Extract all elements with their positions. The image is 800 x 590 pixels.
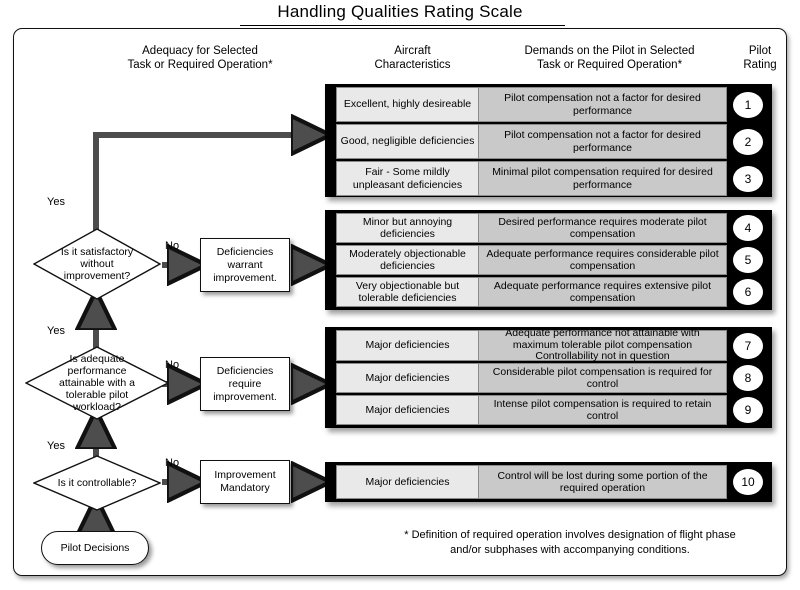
table-row[interactable]: Moderately objectionable deficiencies Ad… — [336, 245, 769, 275]
table-row[interactable]: Major deficiencies Control will be lost … — [336, 465, 769, 499]
cell-pilot-rating: 2 — [727, 124, 769, 159]
cell-pilot-rating: 1 — [727, 87, 769, 122]
process-deficiencies-require[interactable]: Deficiencies require improvement. — [200, 357, 290, 411]
rating-group-rows: Excellent, highly desireable Pilot compe… — [336, 87, 769, 196]
edge-label-yes-2: Yes — [47, 325, 65, 337]
cell-pilot-demands: Minimal pilot compensation required for … — [479, 161, 727, 196]
decision-satisfactory-label: Is it satisfactory without improvement? — [60, 246, 134, 282]
decision-adequate-performance-label: Is adequate performance attainable with … — [59, 353, 135, 413]
process-improvement-mandatory-label: Improvement Mandatory — [214, 469, 276, 494]
cell-aircraft-characteristics: Moderately objectionable deficiencies — [336, 245, 479, 275]
edge-label-no-3: No — [165, 457, 180, 469]
rating-badge: 5 — [733, 247, 763, 273]
column-header-aircraft-line1: Aircraft — [394, 45, 431, 57]
rating-badge: 10 — [733, 469, 763, 495]
footnote-line1: * Definition of required operation invol… — [404, 529, 736, 541]
table-row[interactable]: Major deficiencies Considerable pilot co… — [336, 363, 769, 393]
rating-group-rows: Major deficiencies Control will be lost … — [336, 465, 769, 499]
diamond-shape — [25, 346, 169, 420]
decision-adequate-performance[interactable]: Is adequate performance attainable with … — [25, 346, 169, 420]
column-header-adequacy: Adequacy for Selected Task or Required O… — [60, 44, 340, 72]
cell-pilot-rating: 7 — [727, 330, 769, 361]
edge-label-no-2: No — [165, 359, 180, 371]
page-title: Handling Qualities Rating Scale — [277, 2, 523, 21]
column-header-rating-line1: Pilot — [748, 45, 772, 57]
rating-badge: 7 — [733, 332, 763, 359]
table-row[interactable]: Fair - Some mildly unpleasant deficienci… — [336, 161, 769, 196]
table-row[interactable]: Major deficiencies Intense pilot compens… — [336, 395, 769, 425]
rating-group-rows: Major deficiencies Adequate performance … — [336, 328, 769, 425]
cell-pilot-demands: Adequate performance requires considerab… — [479, 245, 727, 275]
cell-aircraft-characteristics: Minor but annoying deficiencies — [336, 213, 479, 243]
cell-aircraft-characteristics: Good, negligible deficiencies — [336, 124, 479, 159]
column-header-rating-line2: Rating — [743, 59, 777, 71]
cell-aircraft-characteristics: Fair - Some mildly unpleasant deficienci… — [336, 161, 479, 196]
title-underline — [240, 25, 565, 26]
process-deficiencies-warrant[interactable]: Deficiencies warrant improvement. — [200, 238, 290, 292]
process-improvement-mandatory[interactable]: Improvement Mandatory — [200, 460, 290, 504]
table-row[interactable]: Very objectionable but tolerable deficie… — [336, 277, 769, 307]
rating-group-satisfactory: Excellent, highly desireable Pilot compe… — [325, 84, 772, 197]
edge-label-yes-3: Yes — [47, 440, 65, 452]
table-row[interactable]: Good, negligible deficiencies Pilot comp… — [336, 124, 769, 159]
column-header-demands-line1: Demands on the Pilot in Selected — [524, 45, 695, 57]
edge-label-no-1: No — [165, 240, 180, 252]
diamond-shape — [33, 455, 161, 511]
cell-pilot-demands: Considerable pilot compensation is requi… — [479, 363, 727, 393]
decision-controllable-label: Is it controllable? — [57, 477, 137, 489]
rating-badge: 3 — [733, 165, 763, 192]
cell-aircraft-characteristics: Very objectionable but tolerable deficie… — [336, 277, 479, 307]
column-header-aircraft: Aircraft Characteristics — [345, 44, 480, 72]
cell-pilot-rating: 9 — [727, 395, 769, 425]
start-pilot-decisions[interactable]: Pilot Decisions — [41, 531, 149, 565]
cell-pilot-rating: 6 — [727, 277, 769, 307]
cell-aircraft-characteristics: Major deficiencies — [336, 330, 479, 361]
cell-pilot-rating: 10 — [727, 465, 769, 499]
column-header-demands: Demands on the Pilot in Selected Task or… — [487, 44, 732, 72]
cell-pilot-demands: Intense pilot compensation is required t… — [479, 395, 727, 425]
cell-pilot-rating: 8 — [727, 363, 769, 393]
table-row[interactable]: Minor but annoying deficiencies Desired … — [336, 213, 769, 243]
cell-pilot-demands: Control will be lost during some portion… — [479, 465, 727, 499]
start-pilot-decisions-label: Pilot Decisions — [60, 542, 130, 554]
column-header-adequacy-line2: Task or Required Operation* — [127, 59, 273, 71]
process-deficiencies-warrant-label: Deficiencies warrant improvement. — [213, 245, 277, 284]
rating-badge: 4 — [733, 215, 763, 241]
rating-group-improvement-mandatory: Major deficiencies Control will be lost … — [325, 462, 772, 502]
column-header-adequacy-line1: Adequacy for Selected — [142, 45, 258, 57]
rating-badge: 1 — [733, 91, 763, 118]
table-row[interactable]: Excellent, highly desireable Pilot compe… — [336, 87, 769, 122]
footnote: * Definition of required operation invol… — [360, 528, 780, 558]
rating-group-require-improvement: Major deficiencies Adequate performance … — [325, 327, 772, 428]
cell-pilot-demands: Adequate performance requires extensive … — [479, 277, 727, 307]
rating-group-rows: Minor but annoying deficiencies Desired … — [336, 213, 769, 307]
footnote-line2: and/or subphases with accompanying condi… — [450, 544, 690, 556]
edge-label-yes-1: Yes — [47, 196, 65, 208]
table-row[interactable]: Major deficiencies Adequate performance … — [336, 328, 769, 362]
rating-badge: 8 — [733, 365, 763, 391]
decision-controllable[interactable]: Is it controllable? — [33, 455, 161, 511]
cell-aircraft-characteristics: Excellent, highly desireable — [336, 87, 479, 122]
cell-aircraft-characteristics: Major deficiencies — [336, 363, 479, 393]
cell-pilot-rating: 5 — [727, 245, 769, 275]
decision-satisfactory[interactable]: Is it satisfactory without improvement? — [33, 228, 161, 300]
diamond-shape — [33, 228, 161, 300]
cell-pilot-rating: 3 — [727, 161, 769, 196]
cell-aircraft-characteristics: Major deficiencies — [336, 395, 479, 425]
rating-badge: 2 — [733, 128, 763, 155]
cell-pilot-rating: 4 — [727, 213, 769, 243]
process-deficiencies-require-label: Deficiencies require improvement. — [213, 364, 277, 403]
rating-group-warrant-improvement: Minor but annoying deficiencies Desired … — [325, 210, 772, 310]
cell-aircraft-characteristics: Major deficiencies — [336, 465, 479, 499]
cell-pilot-demands: Pilot compensation not a factor for desi… — [479, 124, 727, 159]
cell-pilot-demands: Pilot compensation not a factor for desi… — [479, 87, 727, 122]
rating-badge: 6 — [733, 279, 763, 305]
column-header-pilot-rating: Pilot Rating — [733, 44, 787, 72]
column-header-aircraft-line2: Characteristics — [374, 59, 451, 71]
rating-badge: 9 — [733, 397, 763, 423]
cell-pilot-demands: Desired performance requires moderate pi… — [479, 213, 727, 243]
column-header-demands-line2: Task or Required Operation* — [536, 59, 683, 71]
cell-pilot-demands: Adequate performance not attainable with… — [479, 328, 727, 362]
